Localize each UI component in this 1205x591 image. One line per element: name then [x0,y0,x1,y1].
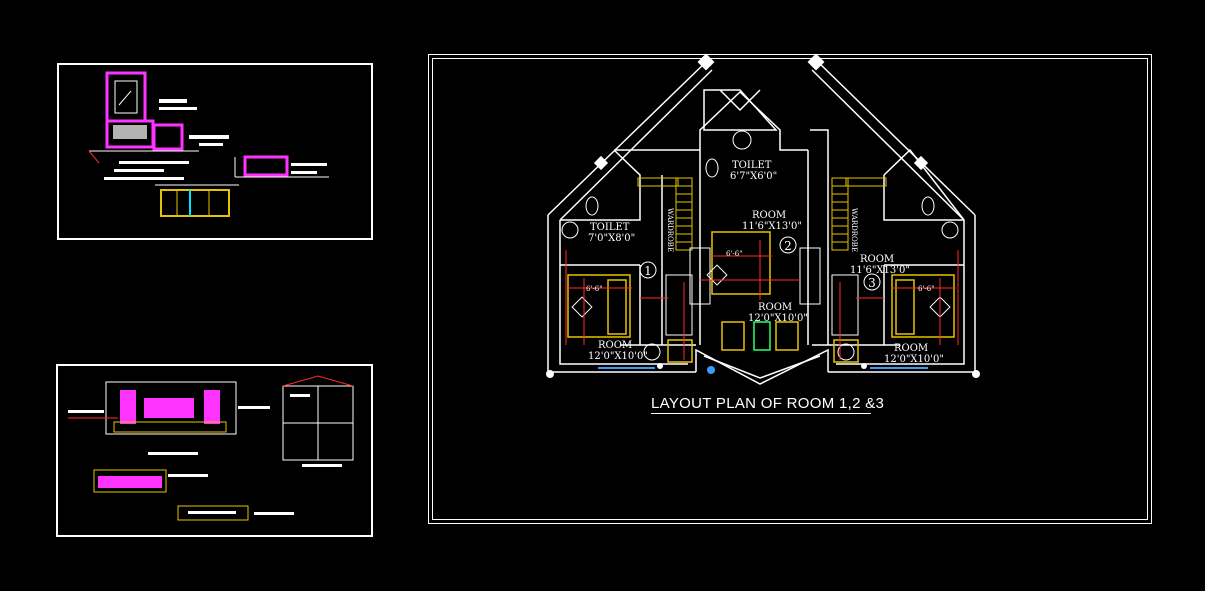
room-mid-upper-label: ROOM [752,210,786,221]
detail-sheet-bottom [56,364,373,537]
wardrobe-left-label: WARDROBE [666,208,674,252]
room-number-2: 2 [784,239,792,253]
toilet-left-size: 7'0"X8'0" [588,233,635,244]
wardrobe-right-label: WARDROBE [850,208,858,252]
toilet-mid-label: TOILET [732,160,772,171]
room-left-lower-size: 12'0"X10'0" [588,351,648,362]
dim-left-bed: 6'-6" [586,285,602,293]
toilet-mid-size: 6'7"X6'0" [730,171,777,182]
dim-right-bed: 6'-6" [918,285,934,293]
detail-sheet-top [57,63,373,240]
sheet-title-underline [651,413,871,414]
room-mid-lower-size: 12'0"X10'0" [748,313,808,324]
room-mid-upper-size: 11'6"X13'0" [742,221,802,232]
layout-sheet [428,54,1152,524]
room-left-lower-label: ROOM [598,340,632,351]
room-mid-lower-label: ROOM [758,302,792,313]
room-right-upper-label: ROOM [860,254,894,265]
detail-drawing-bottom [68,375,354,521]
room-number-3: 3 [868,276,876,290]
room-right-upper-size: 11'6"X13'0" [850,265,910,276]
room-right-lower-size: 12'0"X10'0" [884,354,944,365]
room-number-1: 1 [644,264,652,278]
room-right-lower-label: ROOM [894,343,928,354]
toilet-left-label: TOILET [590,222,630,233]
dim-mid-bed: 6'-6" [726,250,742,258]
detail-drawing-top [88,71,329,217]
sheet-title: LAYOUT PLAN OF ROOM 1,2 &3 [651,395,885,412]
